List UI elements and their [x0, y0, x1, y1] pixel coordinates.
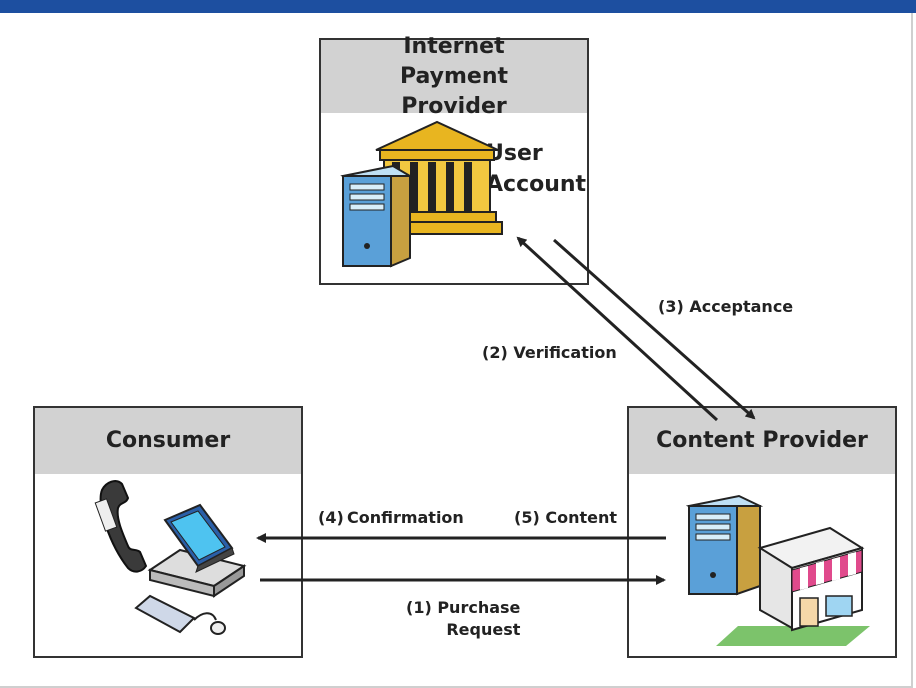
user-account-line1: User: [486, 141, 543, 166]
keyboard-mouse-icon: [134, 594, 226, 635]
purchase-request-line1: (1) Purchase: [406, 598, 521, 617]
consumer-title-text: Consumer: [105, 428, 231, 453]
arrow-acceptance: [553, 238, 756, 420]
payment-server-icon: [340, 164, 413, 268]
storefront-icon: [716, 526, 870, 646]
content-label: (5) Content: [514, 508, 617, 527]
figure-frame: [0, 13, 913, 688]
verification-label: (2) Verification: [482, 343, 617, 362]
confirmation-label: (4) Confirmation: [318, 508, 464, 527]
content-server-icon: [685, 494, 764, 596]
user-account-label: User Account: [486, 138, 586, 200]
acceptance-label: (3) Acceptance: [658, 297, 794, 316]
purchase-request-label: (1) Purchase Request: [406, 597, 520, 641]
content-provider-title: Content Provider: [629, 408, 895, 474]
content-provider-title-text: Content Provider: [656, 428, 868, 453]
payment-provider-title: Internet Payment Provider: [321, 34, 587, 119]
payment-provider-title-text: Internet Payment Provider: [399, 33, 509, 119]
telephone-icon: [94, 480, 148, 573]
consumer-computer-icon: [147, 503, 247, 598]
user-account-line2: Account: [486, 172, 587, 197]
purchase-request-line2: Request: [446, 620, 521, 639]
arrow-verification: [516, 236, 719, 422]
consumer-title: Consumer: [35, 408, 301, 474]
top-accent-bar: [0, 0, 916, 13]
